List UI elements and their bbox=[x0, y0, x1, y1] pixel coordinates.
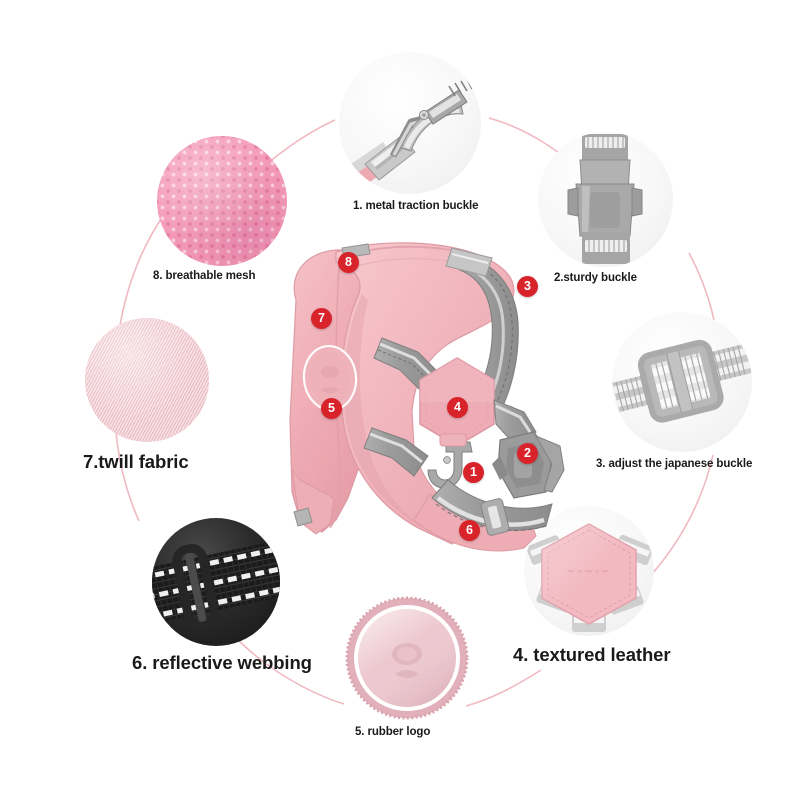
product-badge-3[interactable]: 3 bbox=[517, 276, 538, 297]
product-badge-8[interactable]: 8 bbox=[338, 252, 359, 273]
harness-main-body bbox=[335, 242, 515, 545]
product-badge-5[interactable]: 5 bbox=[321, 398, 342, 419]
feature-label-7: 7.twill fabric bbox=[83, 451, 189, 472]
sturdy-buckle-photo bbox=[538, 132, 673, 267]
product-badge-7[interactable]: 7 bbox=[311, 308, 332, 329]
arc-4-to-5 bbox=[465, 669, 542, 707]
metal-traction-buckle-photo bbox=[339, 52, 481, 194]
feature-label-4: 4. textured leather bbox=[513, 644, 671, 665]
harness-left-panel bbox=[289, 249, 381, 533]
feature-twill-fabric[interactable]: 7.twill fabric bbox=[83, 318, 209, 472]
rubber-logo-photo bbox=[345, 596, 469, 720]
feature-label-8: 8. breathable mesh bbox=[153, 270, 256, 282]
textured-leather-photo bbox=[524, 506, 654, 636]
feature-rubber-logo[interactable]: 5. rubber logo bbox=[345, 596, 469, 738]
arc-3-to-4 bbox=[644, 454, 714, 583]
product-badge-1[interactable]: 1 bbox=[463, 462, 484, 483]
feature-reflective-webbing[interactable]: 6. reflective webbing bbox=[132, 518, 312, 673]
feature-breathable-mesh[interactable]: 8. breathable mesh bbox=[153, 136, 287, 282]
product-badge-2[interactable]: 2 bbox=[517, 443, 538, 464]
feature-label-3: 3. adjust the japanese buckle bbox=[596, 458, 753, 470]
twill-fabric-texture bbox=[85, 318, 209, 442]
product-badge-4[interactable]: 4 bbox=[447, 397, 468, 418]
product-badge-6[interactable]: 6 bbox=[459, 520, 480, 541]
feature-label-2: 2.sturdy buckle bbox=[554, 272, 637, 284]
harness-right-shoulder-webbing bbox=[459, 257, 519, 417]
feature-sturdy-buckle[interactable]: 2.sturdy buckle bbox=[538, 132, 673, 284]
reflective-webbing-photo bbox=[152, 518, 280, 646]
breathable-mesh-texture bbox=[157, 136, 287, 266]
feature-metal-traction-buckle[interactable]: 1. metal traction buckle bbox=[339, 52, 481, 212]
feature-label-5: 5. rubber logo bbox=[355, 726, 431, 738]
harness-chest-webbing bbox=[373, 337, 441, 395]
feature-japanese-buckle[interactable]: 3. adjust the japanese buckle bbox=[596, 312, 752, 470]
feature-label-6: 6. reflective webbing bbox=[132, 652, 312, 673]
feature-textured-leather[interactable]: 4. textured leather bbox=[513, 506, 671, 665]
feature-label-1: 1. metal traction buckle bbox=[353, 200, 479, 212]
harness-side-release-buckle bbox=[492, 431, 565, 499]
japanese-buckle-photo bbox=[612, 312, 752, 452]
